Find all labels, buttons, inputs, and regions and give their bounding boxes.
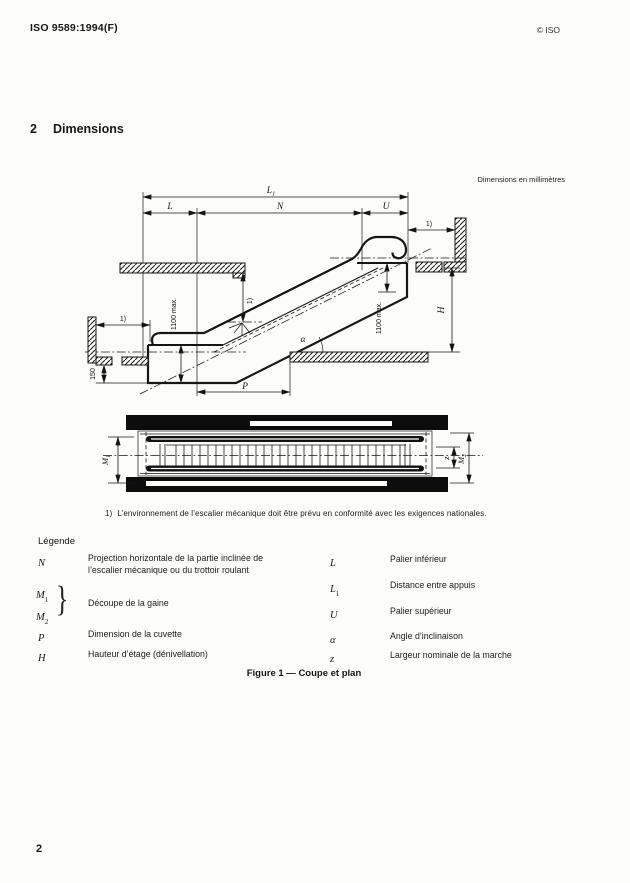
legend-title: Légende (38, 536, 75, 547)
section-title: Dimensions (52, 122, 124, 136)
label-1100-left: 1100 max. (171, 298, 178, 330)
legend-symbol-z: z (330, 654, 335, 665)
figure-caption: Figure 1 — Coupe et plan (246, 668, 362, 679)
dimension-note-top-right: 1) (407, 221, 456, 233)
upper-left-slab (119, 262, 246, 279)
page-number: 2 (36, 843, 43, 855)
plan-balustrades (146, 436, 424, 472)
dimension-note-left: 1) (95, 316, 151, 342)
label-m2: M2 (456, 454, 468, 465)
label-u: U (383, 202, 391, 212)
escalator-profile (85, 235, 468, 395)
legend-desc-alpha: Angle d’inclinaison (390, 631, 463, 641)
label-h: H (437, 305, 447, 314)
footnote-text: L’environnement de l’escalier mécanique … (117, 509, 487, 518)
note-ref-left: 1) (120, 316, 126, 323)
dimension-h: H (428, 267, 460, 353)
dimension-l1: L1 (142, 186, 409, 200)
fan-marks (228, 322, 251, 336)
lower-left-wall (87, 316, 149, 366)
truss-and-pit (146, 263, 409, 385)
dimension-150: 150 (90, 364, 148, 384)
legend-symbol-l1: L1 (330, 584, 340, 599)
dimension-1100-right: 1100 max. (376, 262, 396, 334)
label-alpha: α (301, 335, 307, 345)
legend-desc-l: Palier inférieur (390, 554, 447, 564)
footnote-marker: 1) (105, 509, 113, 518)
legend-desc-p: Dimension de la cuvette (88, 629, 182, 639)
legend-symbol-m2: M2 (36, 612, 49, 627)
note-ref-mid: 1) (247, 298, 254, 304)
label-p: P (241, 382, 248, 392)
dimension-m1: M1 (100, 436, 134, 484)
upper-right-wall (415, 217, 467, 273)
figure-drawing: L1 L N U 1) (85, 186, 483, 492)
label-l: L (166, 202, 172, 212)
legend-symbol-n: N (38, 558, 46, 569)
copyright-iso: © ISO (536, 25, 560, 35)
legend-desc-h: Hauteur d’étage (dénivellation) (88, 649, 208, 659)
label-150: 150 (90, 368, 97, 380)
legend-symbol-p: P (38, 633, 45, 644)
legend-desc-l1: Distance entre appuis (390, 580, 476, 590)
units-note: Dimensions en millimètres (477, 175, 565, 184)
angle-alpha: α (301, 335, 324, 353)
label-l1: L1 (266, 186, 276, 198)
label-z: z (441, 456, 451, 461)
note-ref-top: 1) (426, 221, 432, 228)
legend-desc-n: Projection horizontale de la partie incl… (88, 553, 264, 575)
dimension-p: P (196, 362, 291, 396)
dimension-1100-left: 1100 max. (171, 298, 184, 384)
extension-lines (142, 192, 409, 396)
section-heading: 2 Dimensions (30, 122, 124, 136)
label-n: N (276, 202, 284, 212)
legend-symbol-m1: M1 (36, 590, 49, 605)
dimension-z-m2: z M2 (436, 432, 474, 484)
legend-symbol-h: H (38, 653, 46, 664)
legend-desc-m: Découpe de la gaine (88, 598, 169, 608)
section-number: 2 (30, 122, 37, 136)
dimension-lnu: L N U (142, 202, 409, 216)
document-reference: ISO 9589:1994(F) (30, 22, 118, 34)
handrail-line (150, 235, 408, 346)
legend-symbol-alpha: α (330, 635, 336, 646)
incline-axis (139, 247, 433, 395)
label-1100-right: 1100 max. (376, 302, 383, 334)
label-m1: M1 (100, 455, 112, 466)
plan-outline (137, 430, 433, 477)
legend-desc-z: Largeur nominale de la marche (390, 650, 512, 660)
plan-view: M1 z M2 (100, 415, 483, 492)
legend-symbol-l: L (330, 558, 336, 569)
legend-brace: } (56, 580, 69, 619)
legend-desc-u: Palier supérieur (390, 606, 452, 616)
footnote: 1) L’environnement de l’escalier mécaniqu… (105, 509, 487, 518)
dimension-note-mid: 1) (227, 272, 262, 336)
legend-symbol-u: U (330, 610, 338, 621)
lower-floor-slab (289, 351, 429, 363)
section-view: L1 L N U 1) (85, 186, 468, 396)
